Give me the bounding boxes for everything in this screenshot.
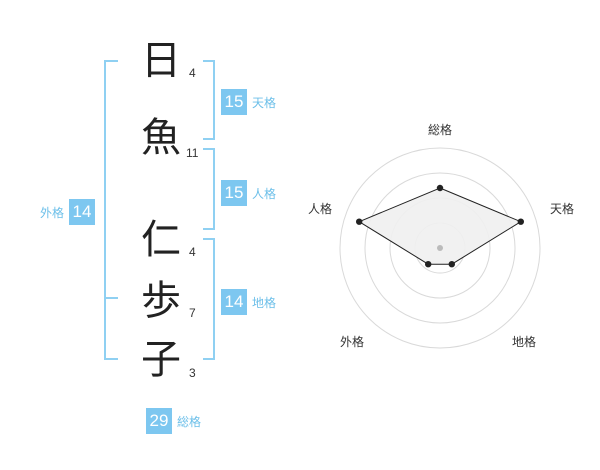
soukaku-label: 総格: [177, 414, 202, 429]
name-char-1: 日: [141, 38, 181, 84]
stroke-count-2: 11: [186, 146, 199, 160]
jinkaku-badge: 15 人格: [221, 180, 276, 206]
stroke-count-1: 4: [189, 66, 196, 80]
name-char-2: 魚: [141, 115, 181, 161]
radar-ring-4: [339, 147, 541, 349]
radar-label-jinkaku: 人格: [308, 201, 332, 216]
tenkaku-badge: 15 天格: [221, 89, 276, 115]
stroke-count-4: 7: [189, 306, 196, 320]
radar-shape: [358, 187, 522, 265]
radar-ring-3: [364, 172, 516, 324]
gaikaku-bracket: [104, 60, 118, 360]
gaikaku-bracket-tick: [104, 297, 118, 299]
jinkaku-bracket: [203, 148, 215, 230]
jinkaku-label: 人格: [252, 186, 277, 201]
radar-center: [437, 245, 443, 251]
soukaku-value: 29: [146, 408, 172, 434]
radar-label-chikaku: 地格: [512, 334, 536, 349]
name-char-3: 仁: [141, 217, 181, 263]
radar-label-tenkaku: 天格: [550, 201, 574, 216]
soukaku-badge: 29 総格: [146, 408, 201, 434]
radar-point-2: [517, 218, 524, 225]
chikaku-bracket: [203, 238, 215, 360]
chikaku-label: 地格: [252, 295, 277, 310]
gaikaku-value: 14: [69, 199, 96, 225]
radar-point-3: [448, 261, 455, 268]
radar-points: [356, 184, 524, 268]
jinkaku-value: 15: [221, 180, 247, 206]
tenkaku-label: 天格: [252, 95, 277, 110]
radar-polygon: [358, 187, 522, 265]
gaikaku-badge: 外格 14: [40, 199, 96, 225]
radar-point-4: [425, 261, 432, 268]
tenkaku-bracket: [203, 60, 215, 140]
stroke-count-3: 4: [189, 245, 196, 259]
fortune-radar-chart: 総格 天格 地格 外格 人格: [308, 122, 574, 349]
radar-point-1: [436, 184, 444, 192]
tenkaku-value: 15: [221, 89, 247, 115]
radar-point-5: [356, 218, 363, 225]
gaikaku-label: 外格: [40, 205, 65, 220]
radar-axis-labels: 総格 天格 地格 外格 人格: [308, 122, 574, 349]
radar-label-soukaku: 総格: [428, 122, 452, 137]
stroke-count-5: 3: [189, 366, 196, 380]
chikaku-value: 14: [221, 289, 247, 315]
name-char-4: 歩: [141, 278, 181, 324]
radar-label-gaikaku: 外格: [340, 334, 364, 349]
name-char-5: 子: [141, 337, 181, 383]
chikaku-badge: 14 地格: [221, 289, 276, 315]
